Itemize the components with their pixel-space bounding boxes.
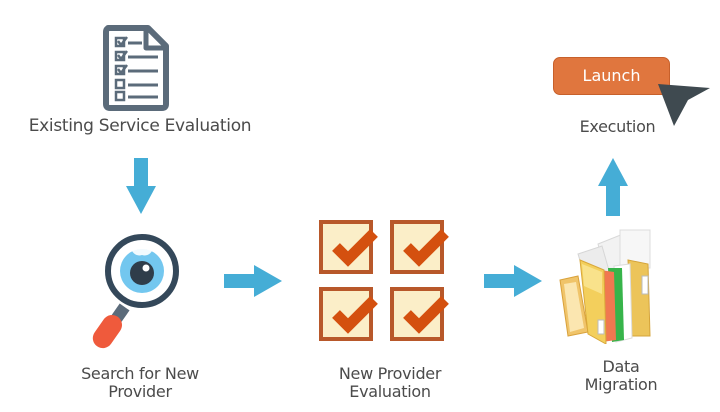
step-label: Data Migration: [550, 358, 692, 394]
step-label: Existing Service Evaluation: [28, 116, 252, 136]
checked-boxes-icon: [319, 220, 449, 341]
step-label-line: Provider: [108, 382, 172, 401]
step-label: Search for New Provider: [40, 365, 240, 401]
step-label-line: Data: [602, 357, 640, 376]
arrow-right-icon: [484, 265, 542, 297]
folders-icon: [559, 229, 651, 344]
step-label: New Provider Evaluation: [300, 365, 480, 401]
arrow-up-icon: [598, 158, 628, 216]
step-label-line: Evaluation: [349, 382, 431, 401]
step-label-line: New Provider: [338, 364, 442, 383]
arrow-right-icon: [224, 265, 282, 297]
magnifier-eye-icon: [92, 234, 179, 349]
arrow-down-icon: [126, 158, 156, 214]
launch-button[interactable]: Launch: [553, 57, 670, 95]
step-label: Execution: [579, 117, 656, 136]
step-new-provider-evaluation: New Provider Evaluation: [300, 215, 480, 405]
step-existing-service-evaluation: Existing Service Evaluation: [0, 0, 280, 150]
step-search-for-new-provider: Search for New Provider: [40, 230, 240, 410]
checklist-document-icon: [103, 25, 169, 111]
cursor-icon: [658, 84, 710, 126]
step-data-migration: Data Migration: [550, 220, 680, 410]
step-label-line: Search for New: [81, 364, 199, 383]
step-label-line: Migration: [584, 375, 658, 394]
